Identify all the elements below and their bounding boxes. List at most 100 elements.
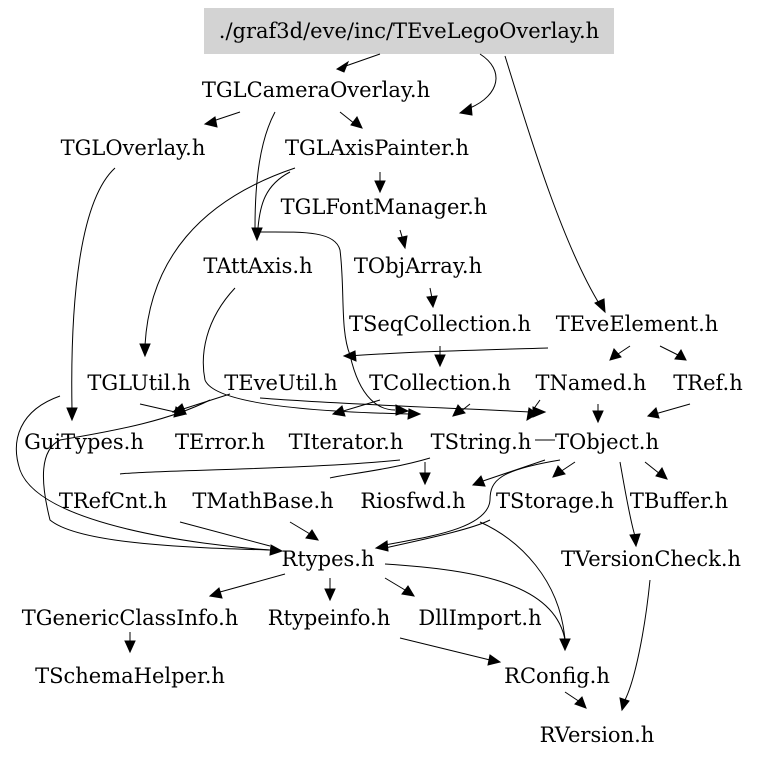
node-iosfwd[interactable]: Riosfwd.h [360,489,465,513]
edge-versioncheck-version [624,579,651,701]
arrowhead [66,407,78,422]
edge-object-versioncheck [619,461,636,537]
edge-typeinfo-config [399,637,491,661]
arrowhead [487,654,502,666]
node-overlay[interactable]: TGLOverlay.h [61,136,206,160]
arrowhead [552,465,566,478]
node-eveutil[interactable]: TEveUtil.h [224,371,337,395]
edge-rtypes-dllimport [384,577,406,591]
edge-glutil-error [139,403,176,413]
edge-axispainter-attaxis [257,171,291,229]
arrowhead [401,585,415,597]
node-versioncheck[interactable]: TVersionCheck.h [561,547,741,571]
arrowhead [674,349,687,361]
edge-config-version [564,691,581,703]
arrowhead [526,407,538,421]
arrowhead [342,350,357,362]
node-storage[interactable]: TStorage.h [496,489,614,513]
edge-root-axispainter [469,53,497,109]
edge-rtypes-config [384,563,566,641]
edge-string-mathbase [329,457,431,479]
arrowhead [397,235,408,250]
arrowhead [407,408,422,420]
node-collection[interactable]: TCollection.h [369,371,511,395]
arrowhead [208,587,223,599]
arrowhead [574,696,587,709]
arrowhead [139,343,151,358]
edge-eveutil-rtypes [42,399,271,551]
node-rtypes[interactable]: Rtypes.h [282,547,375,571]
node-buffer[interactable]: TBuffer.h [630,489,728,513]
node-schemahelper[interactable]: TSchemaHelper.h [35,664,225,688]
edge-cameraoverlay-attaxis [254,111,276,229]
node-string[interactable]: TString.h [431,430,532,454]
node-mathbase[interactable]: TMathBase.h [192,489,333,513]
edges [15,53,691,703]
arrowhead [124,640,136,654]
node-ref[interactable]: TRef.h [673,371,742,395]
arrowhead [592,410,604,424]
node-guitypes[interactable]: GuiTypes.h [24,430,144,454]
arrowhead [350,116,363,129]
arrowhead [324,588,336,602]
edge-eveelement-ref [659,345,681,357]
arrowhead [269,544,284,556]
node-axispainter[interactable]: TGLAxisPainter.h [285,136,469,160]
edge-glutil-rtypes [15,395,271,551]
node-root[interactable]: ./graf3d/eve/inc/TEveLegoOverlay.h [219,19,599,43]
arrowhead [646,407,660,419]
node-seqcollection[interactable]: TSeqCollection.h [349,312,531,336]
edge-refcnt-rtypes [179,521,271,547]
edge-collection-iterator [339,399,381,413]
arrowhead [619,697,630,712]
edge-rtypes-genericclassinfo [219,573,286,593]
node-config[interactable]: RConfig.h [504,664,610,688]
arrowhead [458,103,473,116]
node-glutil[interactable]: TGLUtil.h [87,371,190,395]
node-named[interactable]: TNamed.h [536,371,647,395]
edge-string-refcnt [119,459,401,475]
node-cameraoverlay[interactable]: TGLCameraOverlay.h [202,78,430,102]
arrowhead [419,472,431,486]
edge-ref-object [654,403,691,415]
arrowhead [559,638,571,652]
edge-axispainter-glutil [144,167,296,346]
arrowhead [609,348,622,361]
arrowhead [594,298,606,314]
edge-object-storage [559,461,576,473]
arrowhead [374,180,386,194]
arrowhead [374,540,389,552]
edge-fontmanager-cross [254,231,396,411]
arrowhead [426,295,438,309]
arrowhead [251,227,263,242]
node-object[interactable]: TObject.h [555,430,659,454]
arrowhead [395,404,410,416]
node-iterator[interactable]: TIterator.h [289,430,404,454]
edge-cameraoverlay-axispainter [339,111,356,125]
edge-eveelement-seqcollection [349,347,549,357]
node-genericclassinfo[interactable]: TGenericClassInfo.h [22,606,239,630]
nodes: ./graf3d/eve/inc/TEveLegoOverlay.h TGLCa… [22,19,743,747]
arrowhead [452,404,466,417]
node-error[interactable]: TError.h [175,430,265,454]
arrowhead [471,475,486,487]
edge-overlay-guitypes [71,167,116,411]
node-fontmanager[interactable]: TGLFontManager.h [281,195,488,219]
node-objarray[interactable]: TObjArray.h [354,254,482,278]
arrowhead [629,533,641,548]
node-version[interactable]: RVersion.h [540,723,655,747]
node-dllimport[interactable]: DllImport.h [418,606,541,630]
edge-iosfwd-config [479,521,566,641]
node-typeinfo[interactable]: Rtypeinfo.h [268,606,390,630]
node-eveelement[interactable]: TEveElement.h [556,312,719,336]
arrowhead [434,354,446,368]
arrowhead [305,529,319,541]
edge-object-buffer [644,461,661,475]
edge-object-rtypes [384,459,561,546]
edge-eveutil-object [259,397,531,413]
edge-root-eveelement [504,55,601,306]
node-attaxis[interactable]: TAttAxis.h [203,254,312,278]
node-refcnt[interactable]: TRefCnt.h [59,489,167,513]
arrowhead [173,406,188,418]
